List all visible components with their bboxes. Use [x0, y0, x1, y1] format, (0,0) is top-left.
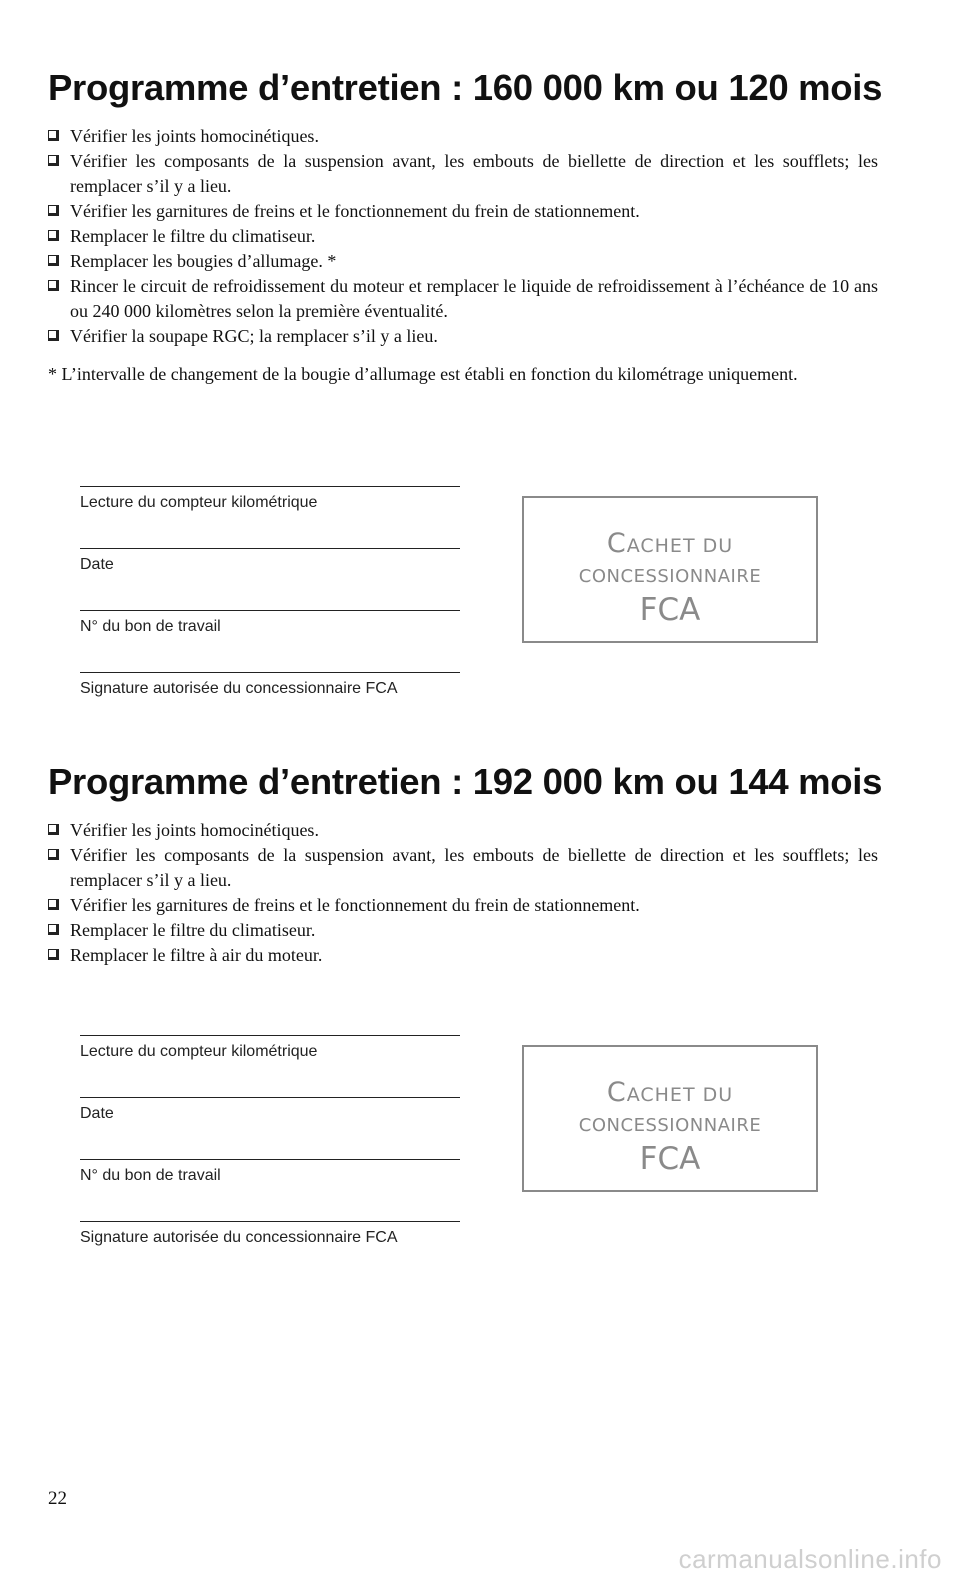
- dealer-signature-field[interactable]: Signature autorisée du concessionnaire F…: [80, 672, 460, 734]
- checkbox-icon[interactable]: [48, 205, 59, 216]
- task-text: Rincer le circuit de refroidissement du …: [70, 276, 878, 321]
- task-item: Vérifier les composants de la suspension…: [48, 149, 928, 199]
- task-item: Vérifier les joints homocinétiques.: [48, 124, 928, 149]
- task-text: Vérifier les composants de la suspension…: [70, 151, 878, 196]
- page-number: 22: [48, 1488, 67, 1509]
- checkbox-icon[interactable]: [48, 130, 59, 141]
- checkbox-icon[interactable]: [48, 899, 59, 910]
- field-label: N° du bon de travail: [80, 1167, 221, 1184]
- spark-plug-note: * L’intervalle de changement de la bougi…: [48, 364, 798, 384]
- task-text: Remplacer le filtre du climatiseur.: [70, 920, 316, 940]
- odometer-field[interactable]: Lecture du compteur kilométrique: [80, 486, 460, 548]
- field-line: [80, 1159, 460, 1160]
- dealer-signature-field[interactable]: Signature autorisée du concessionnaire F…: [80, 1221, 460, 1283]
- date-field[interactable]: Date: [80, 548, 460, 610]
- work-order-field[interactable]: N° du bon de travail: [80, 610, 460, 672]
- field-line: [80, 672, 460, 673]
- task-item: Vérifier les joints homocinétiques.: [48, 818, 928, 843]
- checkbox-icon[interactable]: [48, 255, 59, 266]
- task-checklist: Vérifier les joints homocinétiques. Véri…: [48, 124, 928, 349]
- task-text: Vérifier les garnitures de freins et le …: [70, 201, 640, 221]
- dealer-stamp-box: CACHET DU CONCESSIONNAIRE FCA: [522, 496, 818, 643]
- checkbox-icon[interactable]: [48, 280, 59, 291]
- task-item: Vérifier les garnitures de freins et le …: [48, 199, 928, 224]
- stamp-line-3: FCA: [639, 1141, 701, 1177]
- field-line: [80, 548, 460, 549]
- stamp-line-1: CACHET DU: [606, 528, 734, 559]
- task-text: Vérifier les joints homocinétiques.: [70, 126, 319, 146]
- field-line: [80, 1097, 460, 1098]
- maintenance-section-192000: Programme d’entretien : 192 000 km ou 14…: [48, 760, 928, 968]
- task-text: Vérifier la soupape RGC; la remplacer s’…: [70, 326, 438, 346]
- field-label: Signature autorisée du concessionnaire F…: [80, 1229, 398, 1246]
- task-item: Rincer le circuit de refroidissement du …: [48, 274, 928, 324]
- task-text: Remplacer le filtre du climatiseur.: [70, 226, 316, 246]
- task-item: Remplacer le filtre du climatiseur.: [48, 918, 928, 943]
- field-label: Date: [80, 556, 114, 573]
- section-title: Programme d’entretien : 192 000 km ou 14…: [48, 761, 883, 802]
- field-label: Lecture du compteur kilométrique: [80, 494, 318, 511]
- task-checklist: Vérifier les joints homocinétiques. Véri…: [48, 818, 928, 968]
- task-item: Remplacer le filtre à air du moteur.: [48, 943, 928, 968]
- task-item: Remplacer les bougies d’allumage. *: [48, 249, 928, 274]
- field-label: Signature autorisée du concessionnaire F…: [80, 680, 398, 697]
- field-label: Lecture du compteur kilométrique: [80, 1043, 318, 1060]
- task-text: Vérifier les joints homocinétiques.: [70, 820, 319, 840]
- date-field[interactable]: Date: [80, 1097, 460, 1159]
- task-text: Remplacer les bougies d’allumage. *: [70, 251, 337, 271]
- field-label: Date: [80, 1105, 114, 1122]
- checkbox-icon[interactable]: [48, 924, 59, 935]
- checkbox-icon[interactable]: [48, 849, 59, 860]
- task-item: Remplacer le filtre du climatiseur.: [48, 224, 928, 249]
- task-text: Vérifier les composants de la suspension…: [70, 845, 878, 890]
- signature-fields-160000: Lecture du compteur kilométrique Date N°…: [80, 486, 460, 734]
- field-line: [80, 1221, 460, 1222]
- field-line: [80, 1035, 460, 1036]
- watermark: carmanualsonline.info: [678, 1544, 942, 1574]
- stamp-line-2: CONCESSIONNAIRE: [578, 566, 762, 587]
- stamp-line-1: CACHET DU: [606, 1077, 734, 1108]
- task-text: Remplacer le filtre à air du moteur.: [70, 945, 323, 965]
- field-line: [80, 486, 460, 487]
- signature-fields-192000: Lecture du compteur kilométrique Date N°…: [80, 1035, 460, 1283]
- task-text: Vérifier les garnitures de freins et le …: [70, 895, 640, 915]
- dealer-stamp-box: CACHET DU CONCESSIONNAIRE FCA: [522, 1045, 818, 1192]
- checkbox-icon[interactable]: [48, 330, 59, 341]
- section-title: Programme d’entretien : 160 000 km ou 12…: [48, 67, 883, 108]
- stamp-line-3: FCA: [639, 592, 701, 628]
- checkbox-icon[interactable]: [48, 949, 59, 960]
- task-item: Vérifier les composants de la suspension…: [48, 843, 928, 893]
- task-item: Vérifier la soupape RGC; la remplacer s’…: [48, 324, 928, 349]
- field-label: N° du bon de travail: [80, 618, 221, 635]
- checkbox-icon[interactable]: [48, 824, 59, 835]
- field-line: [80, 610, 460, 611]
- maintenance-section-160000: Programme d’entretien : 160 000 km ou 12…: [48, 66, 928, 387]
- task-item: Vérifier les garnitures de freins et le …: [48, 893, 928, 918]
- odometer-field[interactable]: Lecture du compteur kilométrique: [80, 1035, 460, 1097]
- checkbox-icon[interactable]: [48, 155, 59, 166]
- stamp-line-2: CONCESSIONNAIRE: [578, 1115, 762, 1136]
- work-order-field[interactable]: N° du bon de travail: [80, 1159, 460, 1221]
- checkbox-icon[interactable]: [48, 230, 59, 241]
